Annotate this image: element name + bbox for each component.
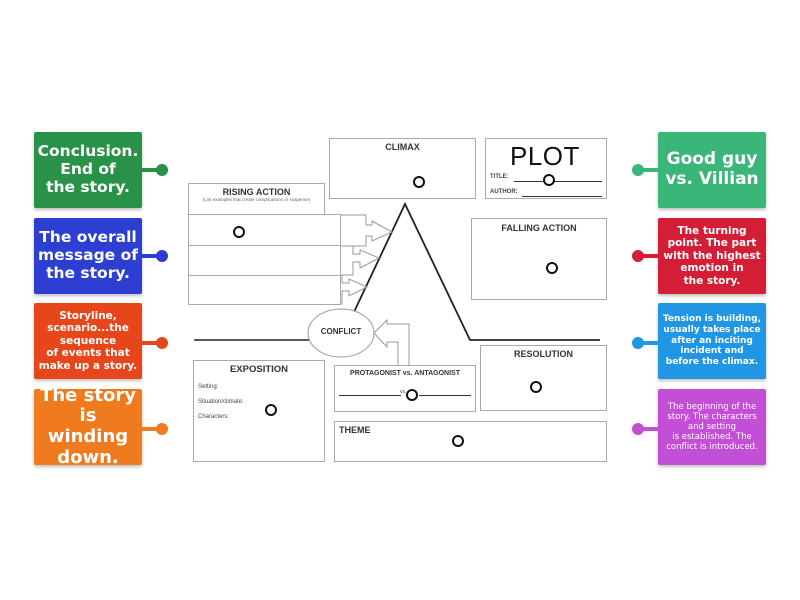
- conflict-ellipse: [307, 308, 375, 358]
- resolution-label: RESOLUTION: [513, 349, 573, 359]
- rising-action-hint: (List examples that create complications…: [202, 197, 311, 202]
- answer-card-storyline[interactable]: Storyline, scenario...the sequence of ev…: [34, 303, 142, 379]
- card-connector: [142, 254, 160, 258]
- card-connector-dot[interactable]: [156, 250, 168, 262]
- conflict-label: CONFLICT: [320, 327, 362, 336]
- climax-box: CLIMAX: [329, 138, 476, 199]
- answer-card-conclusion[interactable]: Conclusion. End of the story.: [34, 132, 142, 208]
- drop-target-plot-title[interactable]: [543, 174, 555, 186]
- rising-action-row-3: [188, 275, 341, 305]
- drop-target-protagonist-antagonist[interactable]: [406, 389, 418, 401]
- vs-label: vs.: [400, 389, 407, 395]
- exposition-box: EXPOSITION Setting: Situation/climate: C…: [193, 360, 325, 462]
- card-text: The turning point. The part with the hig…: [663, 224, 761, 287]
- theme-label: THEME: [339, 425, 371, 435]
- drop-target-falling-action[interactable]: [546, 262, 558, 274]
- drop-target-exposition[interactable]: [265, 404, 277, 416]
- card-text: The beginning of the story. The characte…: [666, 401, 758, 453]
- author-label: AUTHOR:: [490, 189, 518, 195]
- title-label: TITLE:: [490, 174, 509, 180]
- card-connector-dot[interactable]: [632, 250, 644, 262]
- card-text: The overall message of the story.: [38, 228, 138, 282]
- answer-card-beginning[interactable]: The beginning of the story. The characte…: [658, 389, 766, 465]
- card-connector: [640, 427, 658, 431]
- card-connector: [142, 341, 160, 345]
- drop-target-climax[interactable]: [413, 176, 425, 188]
- card-connector: [142, 168, 160, 172]
- card-connector-dot[interactable]: [632, 337, 644, 349]
- protagonist-antagonist-box: PROTAGONIST vs. ANTAGONIST vs.: [334, 365, 476, 412]
- card-connector-dot[interactable]: [156, 423, 168, 435]
- card-connector: [640, 168, 658, 172]
- falling-action-label: FALLING ACTION: [501, 223, 577, 233]
- resolution-box: RESOLUTION: [480, 345, 607, 411]
- exposition-label: EXPOSITION: [229, 364, 289, 375]
- card-connector-dot[interactable]: [632, 423, 644, 435]
- card-connector-dot[interactable]: [156, 164, 168, 176]
- rising-action-label: RISING ACTION: [222, 187, 291, 197]
- answer-card-tension[interactable]: Tension is building, usually takes place…: [658, 303, 766, 379]
- climax-label: CLIMAX: [385, 142, 420, 152]
- card-text: The story is winding down.: [40, 384, 136, 468]
- theme-box: THEME: [334, 421, 607, 462]
- exposition-characters: Characters:: [198, 414, 230, 420]
- drop-target-theme[interactable]: [452, 435, 464, 447]
- protagonist-line: [339, 395, 401, 396]
- card-text: Good guy vs. Villian: [665, 149, 759, 189]
- card-text: Conclusion. End of the story.: [37, 142, 139, 196]
- card-connector: [640, 341, 658, 345]
- protagonist-antagonist-label: PROTAGONIST vs. ANTAGONIST: [350, 370, 460, 377]
- card-connector-dot[interactable]: [156, 337, 168, 349]
- answer-card-good-guy[interactable]: Good guy vs. Villian: [658, 132, 766, 208]
- exposition-setting: Setting:: [198, 384, 219, 390]
- rising-action-row-2: [188, 245, 341, 276]
- drop-target-resolution[interactable]: [530, 381, 542, 393]
- card-connector: [640, 254, 658, 258]
- plot-title-box: PLOT TITLE: AUTHOR:: [485, 138, 607, 199]
- rising-action-arrows: [340, 214, 394, 305]
- answer-card-winding-down[interactable]: The story is winding down.: [34, 385, 142, 468]
- drop-target-rising-action[interactable]: [233, 226, 245, 238]
- card-text: Tension is building, usually takes place…: [662, 314, 761, 368]
- card-connector: [142, 427, 160, 431]
- conflict-arrow: [373, 318, 410, 366]
- exposition-situation: Situation/climate:: [198, 399, 244, 405]
- answer-card-turning-point[interactable]: The turning point. The part with the hig…: [658, 218, 766, 294]
- rising-action-row-1: [188, 214, 341, 246]
- antagonist-line: [419, 395, 471, 396]
- plot-title: PLOT: [510, 141, 580, 171]
- card-text: Storyline, scenario...the sequence of ev…: [38, 309, 138, 372]
- author-line: [522, 196, 602, 197]
- title-line: [514, 181, 602, 182]
- falling-action-box: FALLING ACTION: [471, 218, 607, 300]
- answer-card-overall-message[interactable]: The overall message of the story.: [34, 218, 142, 294]
- card-connector-dot[interactable]: [632, 164, 644, 176]
- rising-action-header: RISING ACTION (List examples that create…: [188, 183, 325, 215]
